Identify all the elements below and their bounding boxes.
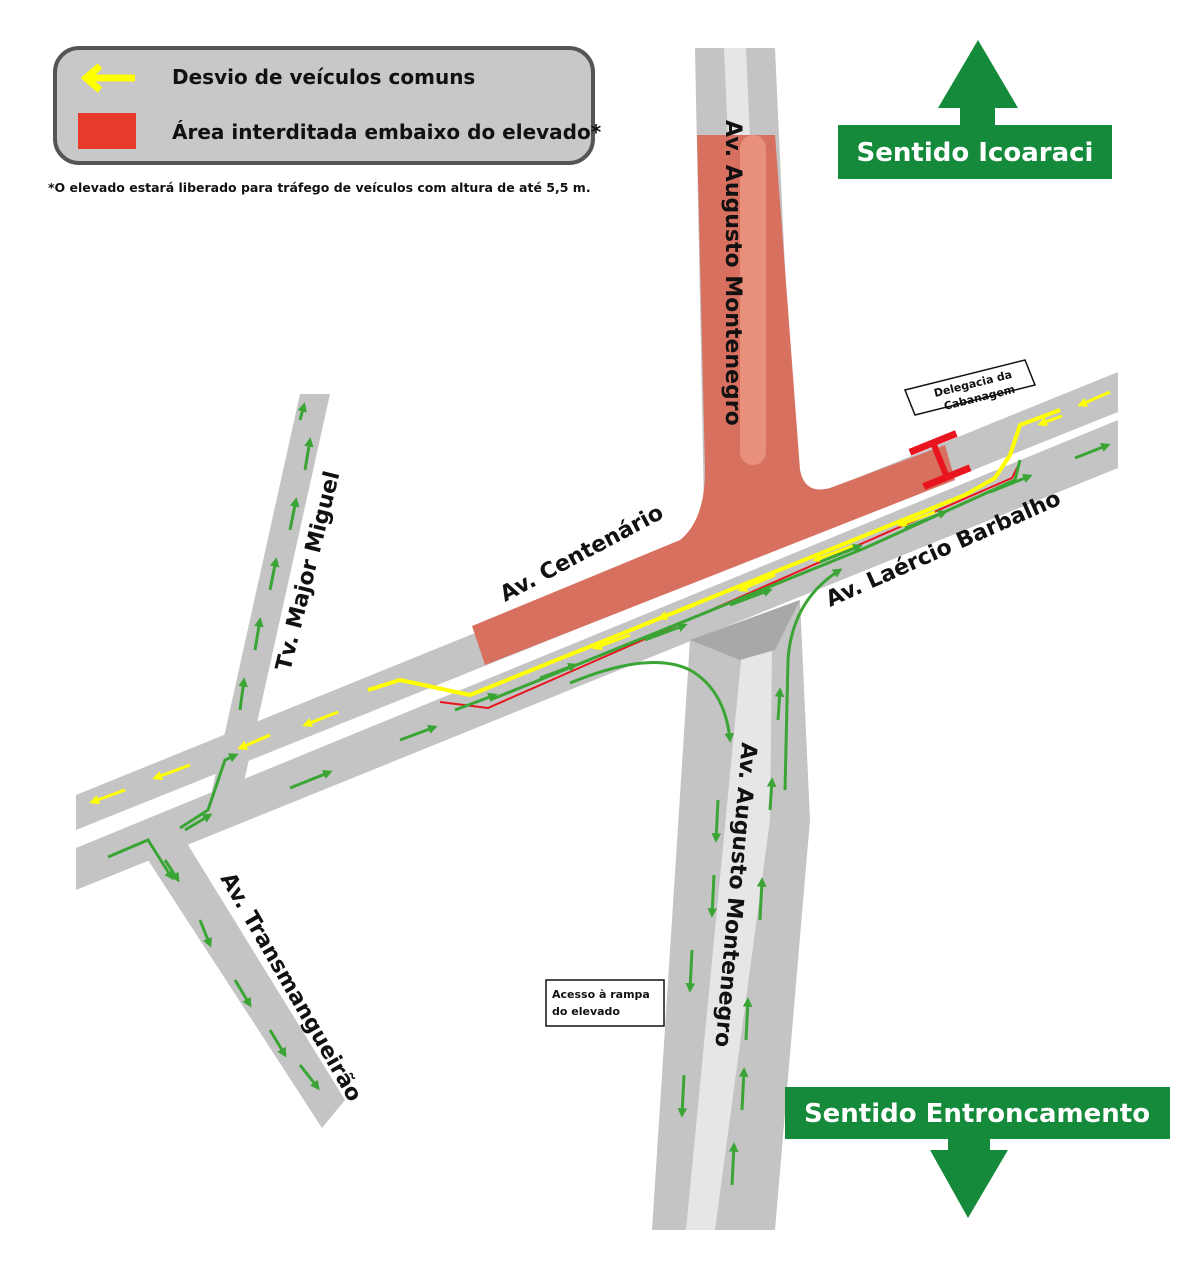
legend: Desvio de veículos comuns Área interdita… [48,46,602,195]
ramp-access-area [690,600,800,660]
detour-arrow-icon [812,543,856,563]
ramp-label-line2: do elevado [552,1005,620,1018]
road-transmangueirao [148,840,345,1128]
traffic-arrow-icon [738,1067,749,1111]
traffic-arrow-icon [728,1142,739,1186]
traffic-arrow-icon [685,949,696,993]
traffic-arrow-icon [774,687,785,721]
traffic-arrow-icon [399,724,438,742]
traffic-arrow-icon [729,587,773,607]
route-curve-from-augusto-south [783,568,843,791]
traffic-arrow-icon [1074,442,1111,460]
detour-route [89,390,1111,805]
detour-arrow-icon [1037,414,1063,427]
street-labels: Av. Augusto Montenegro Av. Centenário Av… [215,120,1065,1106]
green-routes [107,459,1022,881]
detour-arrow-icon [152,763,191,781]
detour-arrow-icon [302,710,339,728]
south-arrow-icon [930,1139,1008,1218]
closed-area-swatch [78,113,136,149]
traffic-arrow-icon [297,402,307,421]
traffic-arrow-icon [268,557,280,591]
road-augusto-montenegro-south-median [686,650,772,1230]
traffic-arrow-icon [198,919,212,948]
traffic-arrow-icon [238,677,248,711]
closed-area-augusto-montenegro [472,135,955,665]
legend-detour-label: Desvio de veículos comuns [172,65,475,89]
route-major-miguel-entry [179,753,239,830]
closed-area [472,135,955,665]
ramp-access-marker: Acesso à rampa do elevado [545,979,665,1027]
sign-entroncamento-label: Sentido Entroncamento [804,1099,1150,1129]
detour-line [367,408,1061,698]
traffic-arrow-icon [303,437,314,471]
traffic-arrow-icon [298,1064,320,1091]
delegacia-marker: Delegacia da Cabanagem [903,359,1037,416]
road-major-miguel [210,394,330,800]
traffic-arrow-icon [677,1074,688,1118]
detour-arrow-icon [592,633,631,651]
traffic-arrow-icon [289,770,333,790]
sign-icoaraci: Sentido Icoaraci [838,40,1112,179]
route-green-east [489,459,1022,702]
detour-arrow-icon [1077,390,1111,407]
roads [76,48,1118,1230]
label-augusto-montenegro-north: Av. Augusto Montenegro [720,120,745,426]
traffic-arrow-icon [268,1029,287,1058]
traffic-arrow-icon [233,979,252,1008]
traffic-arrow-icon [184,813,213,832]
legend-footnote: *O elevado estará liberado para tráfego … [48,180,591,195]
sign-entroncamento: Sentido Entroncamento [785,1087,1170,1218]
detour-arrow-icon [237,733,271,750]
detour-arrows [89,390,1111,805]
detour-arrow-icon [89,788,126,805]
elevated-edge-line [439,461,1021,710]
traffic-arrow-icon [253,617,264,651]
traffic-arrow-icon [454,692,498,712]
legend-closed-label: Área interditada embaixo do elevado* [172,120,602,144]
sign-icoaraci-label: Sentido Icoaraci [857,138,1094,168]
north-arrow-icon [938,40,1018,128]
detour-arrow-icon [737,573,776,592]
traffic-arrow-icon [707,874,718,918]
traffic-arrow-icon [288,497,300,531]
traffic-arrow-icon [742,997,753,1041]
traffic-arrow-icon [644,622,688,642]
closed-area-median [740,135,766,465]
detour-arrow-icon [897,510,936,528]
road-laercio-barbalho [76,420,1118,890]
traffic-arrow-icon [711,799,722,843]
route-curve-to-augusto-south [569,661,735,743]
detour-arrow-icon [657,603,696,621]
route-transmangueirao-entry [107,838,174,881]
detour-legend-arrow-icon [80,63,135,93]
barrier-icon [908,430,972,490]
traffic-arrow-icon [819,544,863,564]
ramp-label-line1: Acesso à rampa [552,988,650,1001]
traffic-arrow-icon [756,877,767,921]
traffic-arrow-icon [766,777,777,811]
